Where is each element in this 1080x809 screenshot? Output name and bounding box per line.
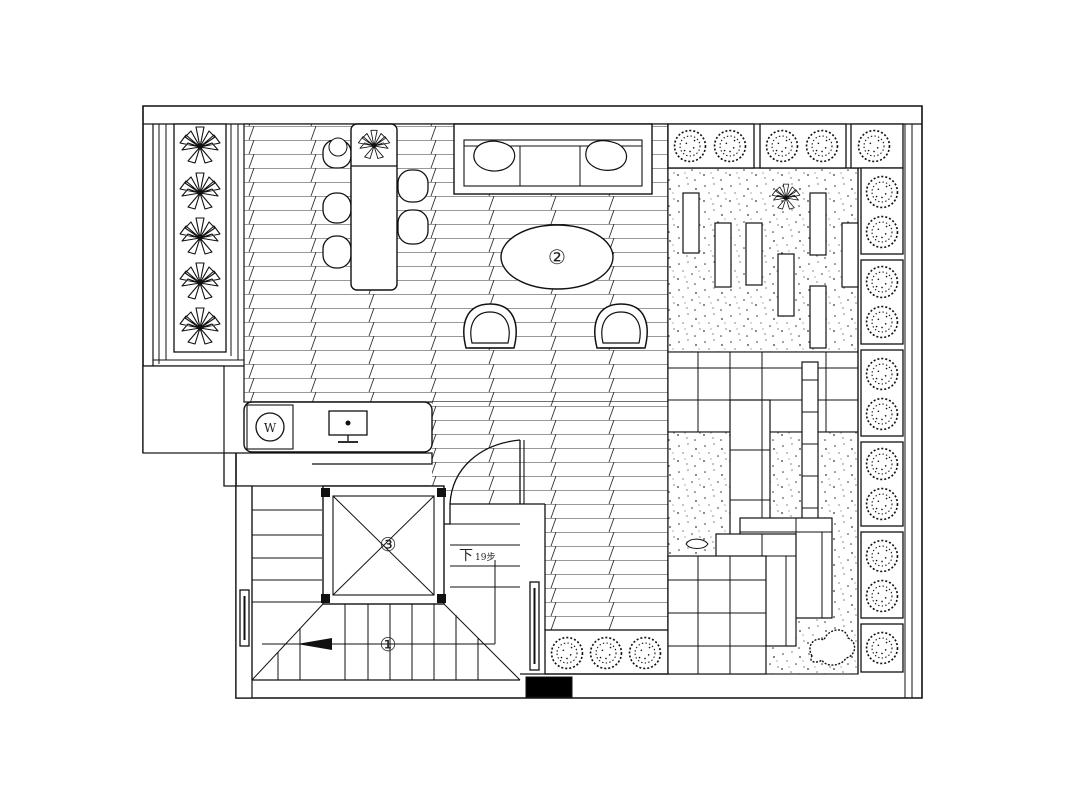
bar-stool	[397, 209, 429, 245]
dark-block	[525, 676, 573, 698]
stairwell: ③ ① 下 19步	[235, 485, 540, 699]
bar-counter	[322, 123, 429, 291]
shrub-icon	[865, 487, 899, 521]
door-swing	[449, 439, 521, 505]
shrub-icon	[865, 215, 899, 249]
shrub-icon	[857, 129, 891, 163]
shrub-icon	[865, 447, 899, 481]
rock-icon	[685, 538, 709, 549]
right-planters	[860, 124, 913, 698]
shrub-icon	[865, 579, 899, 613]
stepping-stone	[809, 192, 827, 256]
shrub-icon	[765, 129, 799, 163]
shrub-icon	[865, 357, 899, 391]
shrub-icon	[550, 636, 584, 670]
stepping-stone	[682, 192, 700, 254]
bottom-planter	[520, 629, 669, 698]
room-number-2: ②	[548, 245, 566, 269]
shrub-icon	[628, 636, 662, 670]
armchair	[594, 303, 648, 349]
cushion-icon	[585, 140, 628, 171]
shrub-icon	[589, 636, 623, 670]
shrub-icon	[865, 305, 899, 339]
stepping-stone	[714, 222, 732, 288]
left-planter	[143, 123, 244, 367]
interior-walls	[223, 439, 546, 630]
stepping-stone	[777, 253, 795, 317]
stair-down-label: 下	[459, 548, 473, 564]
bush-icon	[809, 629, 856, 666]
sideboard: W	[243, 401, 433, 453]
armchair	[463, 303, 517, 349]
shrub-icon	[865, 631, 899, 665]
coffee-table: ②	[500, 224, 614, 290]
bar-stool	[322, 192, 352, 224]
shrub-icon	[865, 265, 899, 299]
shrub-icon	[865, 175, 899, 209]
garden	[667, 167, 859, 675]
stair-arrow-icon	[297, 638, 332, 650]
wood-floor	[243, 123, 669, 674]
stepping-stone	[809, 285, 827, 349]
shrub-icon	[713, 129, 747, 163]
shrub-icon	[865, 539, 899, 573]
bar-stool	[322, 235, 352, 269]
cushion-icon	[473, 140, 516, 172]
sofa	[453, 123, 653, 195]
stepping-stone	[745, 222, 763, 286]
top-planters	[667, 123, 904, 169]
stair-steps-label: 19步	[475, 552, 495, 563]
washer-icon	[255, 412, 285, 442]
stepping-stone	[841, 222, 859, 288]
bar-stool	[397, 169, 429, 203]
washer-label: W	[264, 421, 277, 435]
shrub-icon	[673, 129, 707, 163]
left-alcove	[142, 365, 225, 454]
shrub-icon	[805, 129, 839, 163]
room-number-1: ①	[379, 634, 396, 656]
shrub-icon	[865, 397, 899, 431]
room-number-3: ③	[379, 534, 396, 556]
